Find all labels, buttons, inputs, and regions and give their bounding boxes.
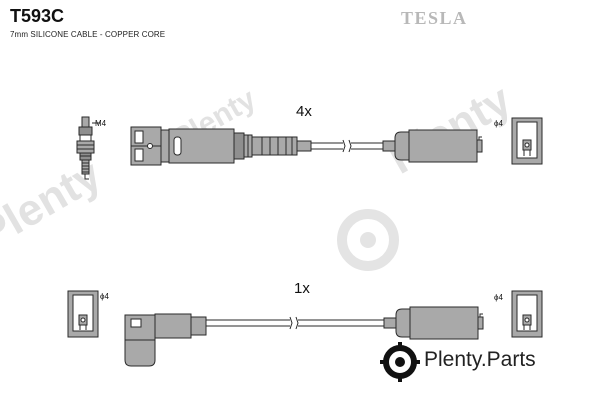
watermark-text-1: Plenty bbox=[0, 150, 110, 259]
upper-quantity-label: 4x bbox=[296, 103, 312, 120]
distributor-side-boot bbox=[382, 129, 483, 163]
lower-cable bbox=[206, 316, 384, 330]
watermark-gear-icon bbox=[337, 209, 399, 271]
angled-boot bbox=[124, 313, 207, 367]
lower-quantity-label: 1x bbox=[294, 280, 310, 297]
cable-spec-subtitle: 7mm SILICONE CABLE - COPPER CORE bbox=[10, 30, 166, 39]
part-number-title: T593C bbox=[10, 6, 65, 26]
spark-plug bbox=[76, 116, 95, 180]
lower-left-diameter-label: ϕ4 bbox=[100, 292, 109, 301]
watermark-suffix: .Parts bbox=[480, 348, 536, 371]
watermark-background: Plenty Plenty Plenty bbox=[0, 75, 520, 271]
plug-side-boot bbox=[130, 126, 312, 166]
watermark-text-2: Plenty bbox=[381, 75, 520, 184]
plenty-parts-watermark: Plenty.Parts bbox=[424, 348, 536, 372]
lower-right-terminal-section bbox=[511, 290, 543, 338]
plenty-gear-icon bbox=[380, 342, 420, 382]
lower-lead-assembly: 1x ϕ4 bbox=[67, 280, 543, 367]
upper-terminal-section bbox=[511, 117, 543, 165]
lower-straight-boot bbox=[383, 306, 484, 340]
upper-lead-assembly: M4 4x bbox=[76, 103, 543, 180]
lower-left-terminal-section bbox=[67, 290, 99, 338]
brand-logo-text: TESLA bbox=[401, 8, 468, 28]
lower-right-diameter-label: ϕ4 bbox=[494, 293, 503, 302]
plug-thread-label: M4 bbox=[95, 119, 107, 128]
upper-cable bbox=[311, 139, 383, 153]
upper-diameter-label: ϕ4 bbox=[494, 119, 503, 128]
watermark-brand: Plenty bbox=[424, 348, 481, 371]
